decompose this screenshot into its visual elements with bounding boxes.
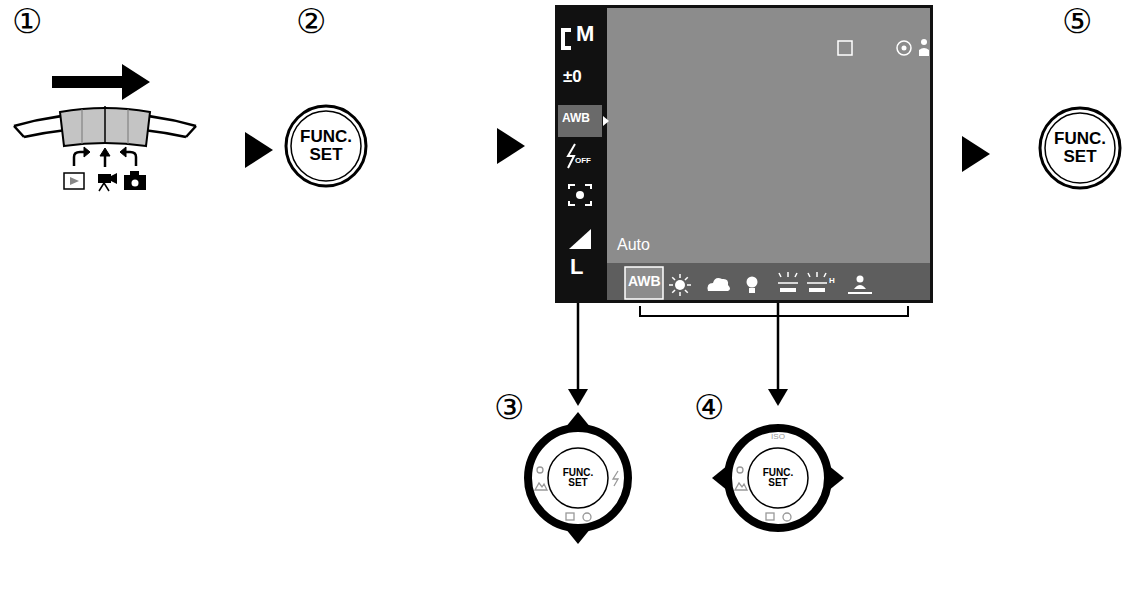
icon-text: H <box>829 277 835 285</box>
step-number: ② <box>296 4 326 38</box>
step-number: ① <box>12 4 42 38</box>
step-arrow <box>245 132 273 168</box>
button-outline <box>1038 106 1122 190</box>
arrowhead <box>568 389 588 406</box>
arrowhead <box>768 389 788 406</box>
slide-arrow <box>52 64 150 100</box>
func-set-button: FUNC. SET <box>1038 106 1122 190</box>
mode-icon-text: M <box>576 23 594 45</box>
button-outline <box>284 104 368 188</box>
func-set-button: FUNC. SET <box>284 104 368 188</box>
mode-switch <box>14 106 196 146</box>
button-label: FUNC. SET <box>1054 130 1106 166</box>
arrowhead <box>962 136 990 172</box>
button-label: FUNC. SET <box>763 468 794 489</box>
flow-arrow <box>368 128 555 164</box>
arrowhead <box>497 128 525 164</box>
step-number: ④ <box>694 390 724 424</box>
flow-arrow <box>768 303 788 406</box>
connector-line <box>577 303 580 389</box>
setting-name: Auto <box>617 237 650 253</box>
control-dial: ISO FUNC. SET <box>720 420 836 536</box>
menu-item: AWB <box>562 112 590 124</box>
connector-line <box>777 303 780 389</box>
step-number: ⑤ <box>1062 4 1092 38</box>
dial-label: ISO <box>720 433 836 441</box>
mode-symbols <box>64 147 146 191</box>
flow-arrow <box>568 303 588 406</box>
connector-line <box>368 145 555 148</box>
menu-item: L <box>570 256 583 278</box>
control-dial: FUNC. SET <box>520 420 636 536</box>
option-item: AWB <box>628 274 661 288</box>
button-label: FUNC. SET <box>563 468 594 489</box>
screen-outline <box>555 5 933 303</box>
bracket <box>640 306 908 316</box>
step-number: ③ <box>494 390 524 424</box>
dial-outline <box>520 420 636 536</box>
icon-text: OFF <box>575 157 591 165</box>
flow-arrow <box>933 136 1038 172</box>
button-label: FUNC. SET <box>300 128 352 164</box>
dial-outline <box>720 420 836 536</box>
exposure-value: ±0 <box>563 68 582 85</box>
lcd-screen: Auto <box>555 5 933 303</box>
